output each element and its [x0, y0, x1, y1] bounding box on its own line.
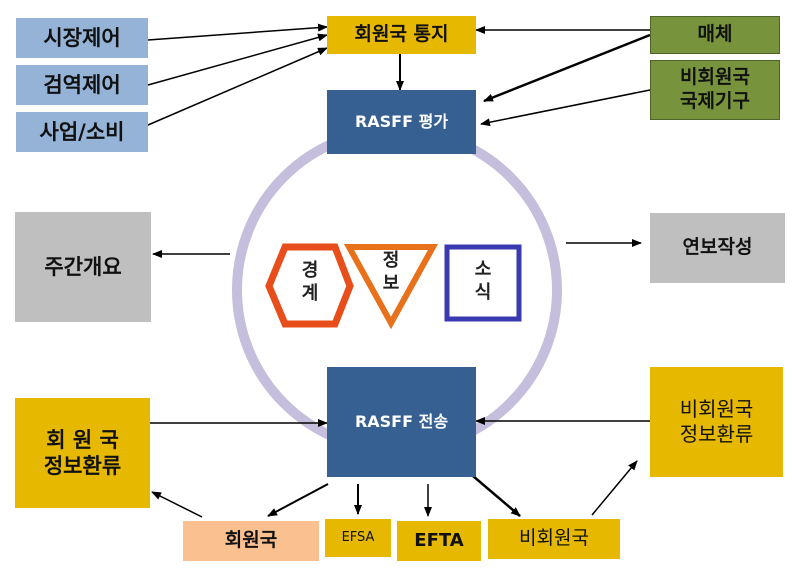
recipient-efsa: EFSA [325, 519, 391, 557]
rasff-send-label: RASFF 전송 [354, 412, 449, 431]
info-label: 정 보 [382, 250, 400, 294]
arrow-nonmember-to-eval [480, 89, 651, 127]
member-notice-box: 회원국 통지 [327, 16, 476, 54]
media-box: 매체 [650, 16, 780, 54]
non-member-intl-label: 비회원국 국제기구 [680, 66, 750, 112]
annual-report-box: 연보작성 [650, 213, 785, 283]
arrow-market-to-notice [147, 23, 328, 41]
rasff-send-box: RASFF 전송 [327, 367, 476, 477]
market-control-box: 시장제어 [16, 18, 148, 58]
quarantine-control-label: 검역제어 [43, 72, 121, 97]
business-consumer-label: 사업/소비 [39, 119, 125, 144]
weekly-overview-label: 주간개요 [44, 254, 122, 279]
arrow-media-to-eval [483, 33, 651, 103]
recipient-member-label: 회원국 [224, 529, 278, 552]
recipient-non-member: 비회원국 [488, 519, 620, 559]
rasff-eval-box: RASFF 평가 [327, 90, 476, 154]
business-consumer-box: 사업/소비 [16, 112, 148, 152]
alert-label: 경 계 [301, 260, 319, 304]
media-label: 매체 [697, 23, 733, 46]
non-member-info-exchange-box: 비회원국 정보환류 [650, 367, 783, 477]
recipient-efta: EFTA [397, 521, 481, 561]
non-member-info-exchange-label: 비회원국 정보환류 [679, 397, 754, 446]
arrow-send-to-nonmember [472, 475, 521, 517]
recipient-member: 회원국 [183, 521, 319, 561]
market-control-label: 시장제어 [43, 25, 121, 50]
non-member-intl-box: 비회원국 국제기구 [650, 60, 780, 120]
member-notice-label: 회원국 통지 [354, 23, 449, 46]
recipient-efta-label: EFTA [414, 529, 464, 551]
arrow-business-to-notice [147, 47, 328, 126]
annual-report-label: 연보작성 [682, 236, 753, 259]
quarantine-control-box: 검역제어 [16, 65, 148, 105]
arrow-nonmember-to-info [591, 460, 638, 516]
weekly-overview-box: 주간개요 [15, 212, 151, 322]
recipient-non-member-label: 비회원국 [519, 527, 589, 550]
recipient-efsa-label: EFSA [341, 529, 375, 545]
news-label: 소 식 [474, 259, 492, 303]
arrow-send-to-member [267, 483, 329, 517]
rasff-eval-label: RASFF 평가 [354, 112, 449, 131]
arrow-member-to-info [151, 491, 203, 518]
arrow-quarantine-to-notice [147, 33, 328, 86]
member-info-exchange-box: 회 원 국 정보환류 [15, 398, 150, 508]
member-info-exchange-label: 회 원 국 정보환류 [43, 427, 122, 478]
